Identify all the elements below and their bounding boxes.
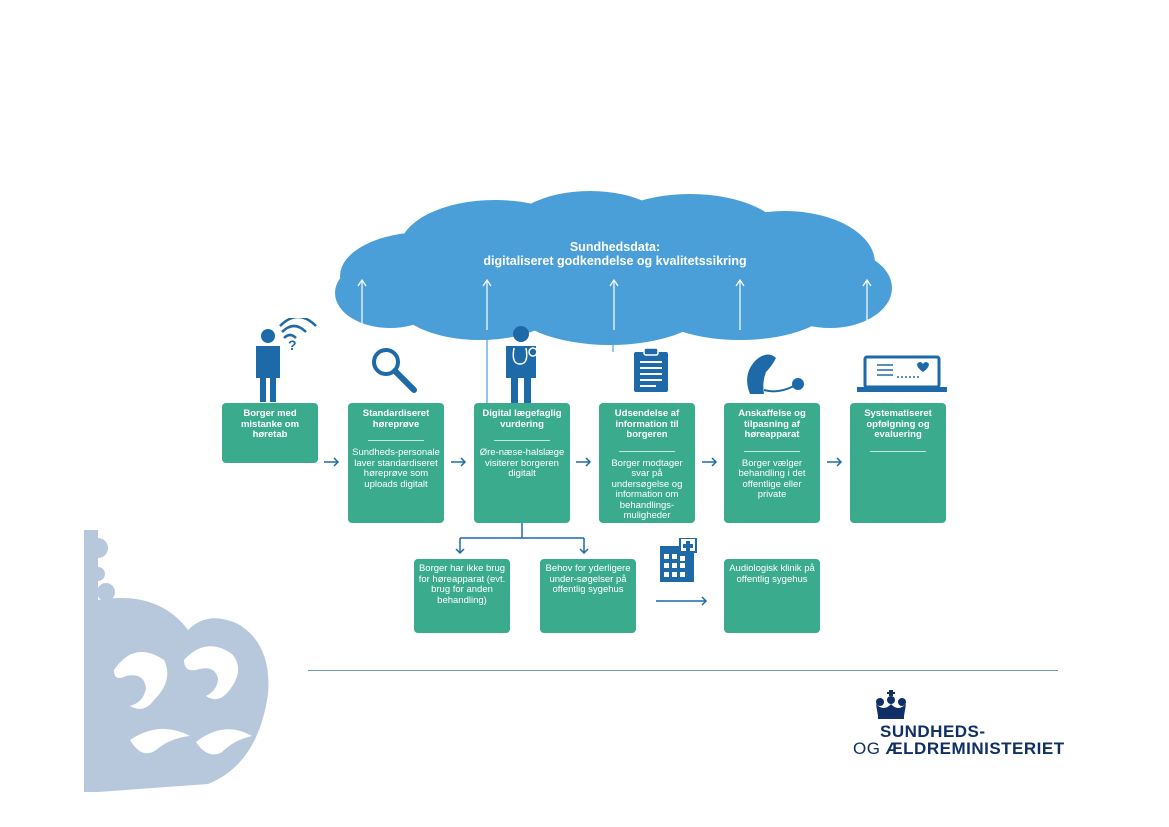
- sub-box-3-text: Audiologisk klinik på offentlig sygehus: [729, 563, 815, 585]
- step-4-title: Udsendelse af information til borgeren: [614, 408, 680, 440]
- cloud-subtitle: digitaliseret godkendelse og kvalitetssi…: [483, 254, 747, 268]
- sub-box-audiology: Audiologisk klinik på offentlig sygehus: [724, 559, 820, 633]
- cloud-shape: [335, 191, 892, 345]
- footer-divider: [308, 670, 1058, 671]
- doctor-icon: [506, 326, 538, 404]
- step-3-desc: Øre-næse-halslæge visiterer borgeren dig…: [479, 447, 565, 479]
- logo-text-line2: OG ÆLDREMINISTERIET: [853, 739, 1065, 759]
- step-2-title: Standardiseret høreprøve: [362, 408, 430, 430]
- step-3-title: Digital lægefaglig vurdering: [482, 408, 562, 430]
- step-box-1: Borger med mistanke om høretab: [222, 403, 318, 463]
- step-box-6: Systematiseret opfølgning og evaluering: [850, 403, 946, 523]
- cloud-title: Sundhedsdata:: [569, 240, 661, 254]
- crest-watermark: [84, 530, 269, 792]
- cloud-label: Sundhedsdata: digitaliseret godkendelse …: [390, 240, 840, 268]
- hearing-aid-icon: [747, 354, 804, 394]
- step-3-divider: [494, 440, 550, 441]
- step-box-3: Digital lægefaglig vurdering Øre-næse-ha…: [474, 403, 570, 523]
- logo-text-line1: SUNDHEDS-: [880, 722, 986, 741]
- laptop-heart-icon: [857, 355, 947, 392]
- hospital-icon: [660, 538, 697, 582]
- person-with-hearing-signal-icon: ?: [256, 318, 317, 402]
- magnifier-icon: [372, 348, 417, 393]
- step-box-5: Anskaffelse og tilpasning af høreapparat…: [724, 403, 820, 523]
- step-5-desc: Borger vælger behandling i det offentlig…: [738, 457, 806, 500]
- crown-icon: [876, 690, 906, 719]
- document-icon: [634, 348, 668, 392]
- step-5-divider: [744, 450, 800, 452]
- logo-text-prefix: OG: [853, 739, 886, 758]
- step-1-title: Borger med mistanke om høretab: [240, 408, 300, 440]
- step-6-title: Systematiseret opfølgning og evaluering: [864, 408, 932, 440]
- step-2-divider: [368, 440, 424, 441]
- step-4-desc: Borger modtager svar på undersøgelse og …: [611, 457, 683, 521]
- step-box-2: Standardiseret høreprøve Sundheds-person…: [348, 403, 444, 523]
- step-6-divider: [870, 450, 926, 452]
- sub-box-further-exam: Behov for yderligere under-søgelser på o…: [540, 559, 636, 633]
- sub-box-no-hearing-aid: Borger har ikke brug for høreapparat (ev…: [414, 559, 510, 633]
- svg-text:?: ?: [288, 337, 297, 353]
- sub-box-1-text: Borger har ikke brug for høreapparat (ev…: [418, 563, 506, 606]
- step-4-divider: [619, 450, 675, 452]
- logo-text-main: ÆLDREMINISTERIET: [885, 739, 1065, 758]
- step-2-desc: Sundheds-personale laver standardiseret …: [352, 447, 440, 490]
- sub-box-2-text: Behov for yderligere under-søgelser på o…: [545, 563, 631, 595]
- step-5-title: Anskaffelse og tilpasning af høreapparat: [738, 408, 806, 440]
- step-box-4: Udsendelse af information til borgeren B…: [599, 403, 695, 523]
